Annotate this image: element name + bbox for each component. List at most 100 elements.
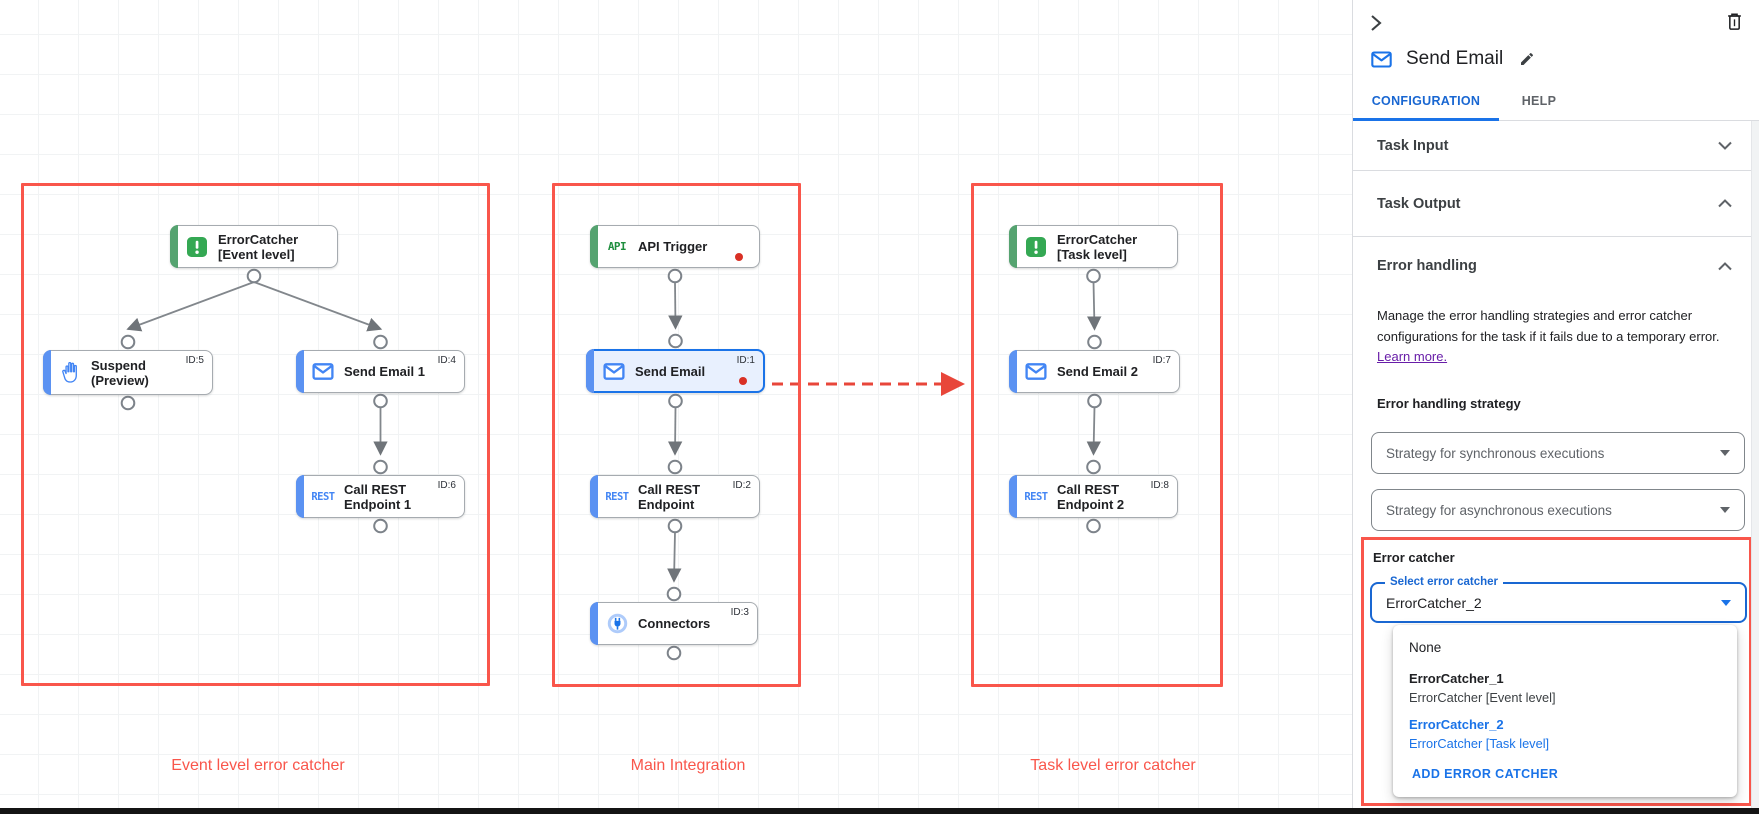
chevron-right-icon bbox=[1371, 15, 1382, 31]
rest-icon: REST bbox=[311, 490, 335, 503]
task-title-row: Send Email bbox=[1371, 48, 1535, 70]
dropdown-caret-icon bbox=[1720, 507, 1730, 513]
node-id-badge: ID:3 bbox=[730, 607, 749, 618]
accent-bar bbox=[43, 350, 51, 395]
connectors-icon bbox=[607, 613, 627, 634]
dropdown-caret-icon bbox=[1721, 599, 1731, 606]
task-title: Send Email bbox=[1406, 48, 1504, 69]
node-id-badge: ID:4 bbox=[437, 355, 456, 366]
learn-more-link[interactable]: Learn more. bbox=[1377, 349, 1448, 364]
node-label: Call REST Endpoint 1 bbox=[344, 481, 412, 512]
node-label: Call REST Endpoint bbox=[638, 481, 701, 512]
node-id-badge: ID:8 bbox=[1150, 480, 1169, 491]
node-connectors[interactable]: Connectors ID:3 bbox=[590, 602, 758, 645]
error-catcher-icon bbox=[1026, 236, 1046, 257]
mail-icon bbox=[1371, 50, 1392, 68]
error-catcher-label: Error catcher bbox=[1373, 550, 1455, 565]
task-config-panel: Send Email CONFIGURATION HELP Task Input… bbox=[1352, 0, 1759, 814]
sync-strategy-value: Strategy for synchronous executions bbox=[1386, 445, 1605, 461]
task-input-label: Task Input bbox=[1377, 137, 1449, 154]
accent-bar bbox=[170, 225, 178, 268]
rest-icon: REST bbox=[1024, 490, 1048, 503]
mail-icon bbox=[1025, 363, 1047, 380]
panel-scrollbar[interactable] bbox=[1751, 121, 1759, 814]
accent-bar bbox=[1009, 225, 1017, 268]
api-trigger-icon: API bbox=[607, 240, 627, 253]
node-send-email-1[interactable]: Send Email 1 ID:4 bbox=[296, 350, 465, 393]
error-status-dot-icon bbox=[735, 253, 743, 261]
add-error-catcher-button[interactable]: ADD ERROR CATCHER bbox=[1412, 767, 1559, 781]
node-id-badge: ID:1 bbox=[736, 355, 755, 366]
error-status-dot-icon bbox=[739, 377, 747, 385]
node-label: ErrorCatcher [Event level] bbox=[218, 231, 299, 262]
select-error-catcher-floating-label: Select error catcher bbox=[1385, 576, 1504, 588]
section-error-handling[interactable]: Error handling bbox=[1353, 248, 1752, 284]
accent-bar bbox=[586, 349, 594, 393]
suspend-hand-icon bbox=[61, 362, 77, 383]
sync-strategy-select[interactable]: Strategy for synchronous executions bbox=[1371, 432, 1745, 474]
node-id-badge: ID:5 bbox=[185, 355, 204, 366]
select-error-catcher[interactable]: Select error catcher ErrorCatcher_2 bbox=[1370, 576, 1747, 623]
async-strategy-value: Strategy for asynchronous executions bbox=[1386, 502, 1612, 518]
node-label: Suspend (Preview) bbox=[91, 357, 149, 388]
node-label: API Trigger bbox=[638, 239, 708, 254]
node-send-email-2[interactable]: Send Email 2 ID:7 bbox=[1009, 350, 1180, 393]
node-label: ErrorCatcher [Task level] bbox=[1057, 231, 1138, 262]
async-strategy-select[interactable]: Strategy for asynchronous executions bbox=[1371, 489, 1745, 531]
edit-pencil-icon[interactable] bbox=[1519, 51, 1535, 67]
node-id-badge: ID:2 bbox=[732, 480, 751, 491]
node-label: Send Email bbox=[635, 363, 706, 379]
node-label: Send Email 2 bbox=[1057, 364, 1138, 379]
error-catcher-icon bbox=[187, 236, 207, 257]
node-errorcatcher-task[interactable]: ErrorCatcher [Task level] bbox=[1009, 225, 1178, 268]
menu-option-errorcatcher-2[interactable]: ErrorCatcher_2 ErrorCatcher [Task level] bbox=[1409, 717, 1550, 751]
accent-bar bbox=[296, 350, 304, 393]
node-label: Call REST Endpoint 2 bbox=[1057, 481, 1125, 512]
section-task-input[interactable]: Task Input bbox=[1353, 121, 1752, 171]
task-level-error-catcher-label: Task level error catcher bbox=[1030, 757, 1196, 774]
main-integration-box bbox=[552, 183, 801, 687]
delete-task-button[interactable] bbox=[1726, 12, 1743, 31]
node-id-badge: ID:7 bbox=[1152, 355, 1171, 366]
chevron-up-icon bbox=[1718, 261, 1732, 270]
integration-canvas[interactable]: Event level error catcher Main Integratio… bbox=[0, 0, 1352, 814]
node-call-rest[interactable]: REST Call REST Endpoint ID:2 bbox=[590, 475, 760, 518]
node-label: Connectors bbox=[638, 616, 711, 631]
dropdown-caret-icon bbox=[1720, 450, 1730, 456]
task-level-error-catcher-box bbox=[971, 183, 1223, 687]
tab-configuration[interactable]: CONFIGURATION bbox=[1353, 88, 1499, 121]
tab-help[interactable]: HELP bbox=[1521, 94, 1557, 108]
mail-icon bbox=[312, 363, 334, 380]
accent-bar bbox=[296, 475, 304, 518]
error-catcher-highlight-box: Error catcher Select error catcher Error… bbox=[1361, 537, 1752, 806]
node-call-rest-1[interactable]: REST Call REST Endpoint 1 ID:6 bbox=[296, 475, 465, 518]
node-api-trigger[interactable]: API API Trigger bbox=[590, 225, 760, 268]
error-handling-strategy-label: Error handling strategy bbox=[1377, 396, 1521, 411]
trash-icon bbox=[1728, 13, 1741, 30]
chevron-up-icon bbox=[1718, 199, 1732, 208]
collapse-panel-button[interactable] bbox=[1368, 14, 1384, 32]
node-label: Send Email 1 bbox=[344, 364, 425, 379]
accent-bar bbox=[590, 475, 598, 518]
task-output-label: Task Output bbox=[1377, 195, 1461, 212]
event-level-error-catcher-label: Event level error catcher bbox=[171, 757, 345, 774]
node-id-badge: ID:6 bbox=[437, 480, 456, 491]
select-error-catcher-value: ErrorCatcher_2 bbox=[1386, 594, 1482, 611]
main-integration-label: Main Integration bbox=[630, 757, 746, 774]
node-send-email[interactable]: Send Email ID:1 bbox=[586, 349, 765, 393]
menu-option-none[interactable]: None bbox=[1409, 640, 1442, 655]
node-suspend[interactable]: Suspend (Preview) ID:5 bbox=[43, 350, 213, 395]
rest-icon: REST bbox=[605, 490, 629, 503]
accent-bar bbox=[1009, 475, 1017, 518]
node-errorcatcher-event[interactable]: ErrorCatcher [Event level] bbox=[170, 225, 338, 268]
node-call-rest-2[interactable]: REST Call REST Endpoint 2 ID:8 bbox=[1009, 475, 1178, 518]
accent-bar bbox=[590, 225, 598, 268]
section-task-output[interactable]: Task Output bbox=[1353, 171, 1752, 237]
error-handling-description: Manage the error handling strategies and… bbox=[1377, 308, 1720, 364]
window-bottom-edge bbox=[0, 808, 1759, 814]
error-catcher-menu: None ErrorCatcher_1 ErrorCatcher [Event … bbox=[1393, 625, 1737, 797]
menu-option-errorcatcher-1[interactable]: ErrorCatcher_1 ErrorCatcher [Event level… bbox=[1409, 671, 1556, 705]
panel-tabs: CONFIGURATION HELP bbox=[1353, 88, 1759, 121]
chevron-down-icon bbox=[1718, 141, 1732, 150]
accent-bar bbox=[590, 602, 598, 645]
